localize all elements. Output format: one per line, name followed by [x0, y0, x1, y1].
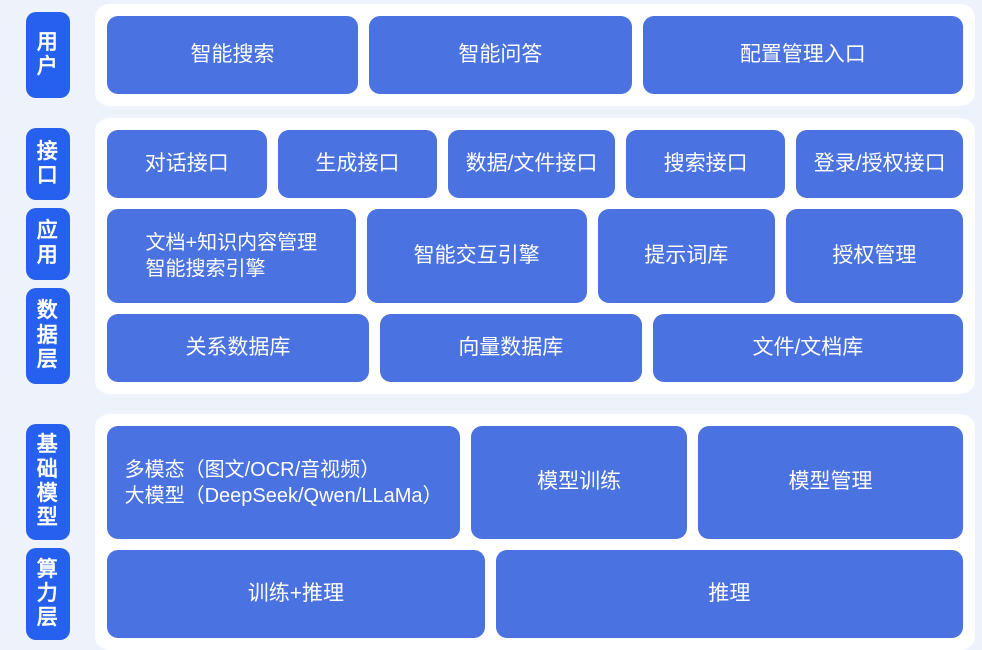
layer-middle: 接口 应用 数据层 对话接口 生成接口 数据/文件接口 搜索接口 登录/授权接口… — [0, 118, 982, 394]
layer-tab-user[interactable]: 用户 — [25, 12, 70, 98]
box-data-file-api[interactable]: 数据/文件接口 — [448, 130, 615, 199]
row-application: 文档+知识内容管理 智能搜索引擎 智能交互引擎 提示词库 授权管理 — [107, 209, 963, 303]
tab-column-base: 基础模型 算力层 — [0, 414, 95, 650]
box-inference[interactable]: 推理 — [495, 550, 963, 639]
layer-tab-application[interactable]: 应用 — [25, 207, 70, 280]
row-interface: 对话接口 生成接口 数据/文件接口 搜索接口 登录/授权接口 — [107, 130, 964, 199]
box-smart-qa[interactable]: 智能问答 — [369, 16, 632, 94]
row-data: 关系数据库 向量数据库 文件/文档库 — [107, 313, 963, 383]
box-file-document-store[interactable]: 文件/文档库 — [652, 313, 963, 383]
box-login-auth-api[interactable]: 登录/授权接口 — [796, 130, 964, 199]
box-vector-database[interactable]: 向量数据库 — [379, 313, 642, 383]
box-authorization-management[interactable]: 授权管理 — [785, 209, 963, 303]
layer-tab-data[interactable]: 数据层 — [25, 287, 70, 384]
box-smart-search[interactable]: 智能搜索 — [107, 16, 359, 94]
box-doc-knowledge-management[interactable]: 文档+知识内容管理 智能搜索引擎 — [107, 209, 356, 303]
layer-tab-interface[interactable]: 接口 — [25, 128, 70, 200]
box-prompt-library[interactable]: 提示词库 — [597, 209, 775, 303]
box-model-training[interactable]: 模型训练 — [471, 426, 688, 540]
box-training-inference[interactable]: 训练+推理 — [107, 550, 485, 639]
panel-user: 智能搜索 智能问答 配置管理入口 — [95, 4, 975, 106]
box-dialog-api[interactable]: 对话接口 — [107, 130, 267, 199]
box-interaction-engine[interactable]: 智能交互引擎 — [366, 209, 587, 303]
box-search-api[interactable]: 搜索接口 — [625, 130, 786, 199]
box-model-management[interactable]: 模型管理 — [698, 426, 963, 540]
tab-column-middle: 接口 应用 数据层 — [0, 118, 95, 394]
row-user-1: 智能搜索 智能问答 配置管理入口 — [107, 16, 963, 94]
panel-middle: 对话接口 生成接口 数据/文件接口 搜索接口 登录/授权接口 文档+知识内容管理… — [95, 118, 975, 394]
box-multimodal-llm[interactable]: 多模态（图文/OCR/音视频） 大模型（DeepSeek/Qwen/LLaMa） — [107, 426, 461, 540]
layer-tab-foundation-model[interactable]: 基础模型 — [25, 424, 70, 541]
layer-user: 用户 智能搜索 智能问答 配置管理入口 — [0, 4, 982, 106]
row-foundation-model: 多模态（图文/OCR/音视频） 大模型（DeepSeek/Qwen/LLaMa）… — [107, 426, 963, 540]
box-config-entry[interactable]: 配置管理入口 — [642, 16, 963, 94]
panel-base: 多模态（图文/OCR/音视频） 大模型（DeepSeek/Qwen/LLaMa）… — [95, 414, 975, 650]
tab-column-user: 用户 — [0, 4, 95, 106]
box-generate-api[interactable]: 生成接口 — [277, 130, 438, 199]
box-relational-database[interactable]: 关系数据库 — [107, 313, 369, 383]
row-compute: 训练+推理 推理 — [107, 550, 963, 639]
layer-base: 基础模型 算力层 多模态（图文/OCR/音视频） 大模型（DeepSeek/Qw… — [0, 414, 982, 650]
layer-tab-compute[interactable]: 算力层 — [25, 548, 70, 641]
